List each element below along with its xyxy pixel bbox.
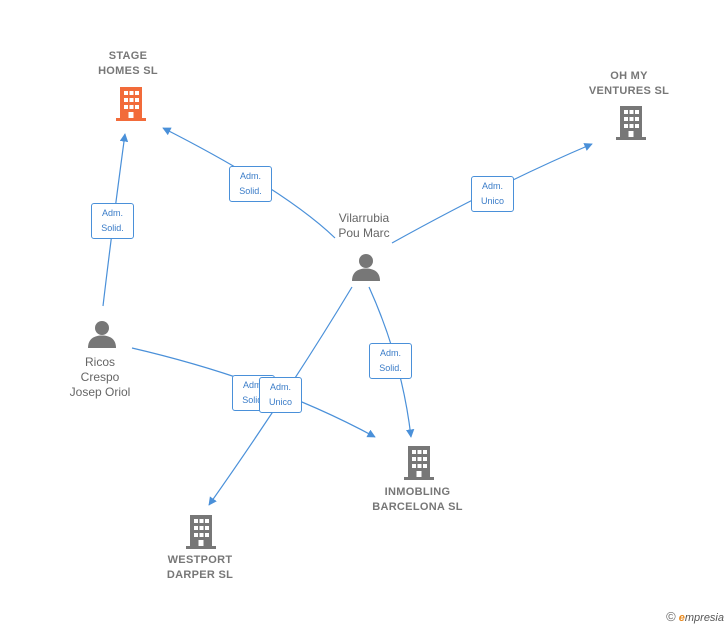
building-icon[interactable] bbox=[403, 444, 435, 480]
edge-label-vilarrubia-oh-my-ventures: Adm. Unico bbox=[471, 176, 514, 212]
building-icon[interactable] bbox=[185, 513, 217, 549]
edge-label-vilarrubia-westport: Adm. Unico bbox=[259, 377, 302, 413]
building-icon[interactable] bbox=[615, 104, 647, 140]
company-label-inmobling[interactable]: INMOBLING BARCELONA SL bbox=[372, 486, 463, 513]
edge-label-ricos-stage-homes: Adm. Solid. bbox=[91, 203, 134, 239]
company-label-stage-homes[interactable]: STAGE HOMES SL bbox=[98, 50, 158, 77]
building-icon[interactable] bbox=[115, 85, 147, 121]
brand-initial: e bbox=[678, 612, 685, 624]
copyright-symbol: © bbox=[666, 609, 676, 624]
person-icon[interactable] bbox=[351, 252, 381, 282]
copyright-notice: © empresia bbox=[666, 609, 724, 624]
edge-label-vilarrubia-inmobling: Adm. Solid. bbox=[369, 343, 412, 379]
person-label-ricos[interactable]: Ricos Crespo Josep Oriol bbox=[69, 355, 131, 399]
brand-name: mpresia bbox=[684, 612, 724, 624]
edge-label-vilarrubia-stage-homes: Adm. Solid. bbox=[229, 166, 272, 202]
person-label-vilarrubia[interactable]: Vilarrubia Pou Marc bbox=[338, 211, 390, 240]
brand-logo: empresia bbox=[679, 612, 724, 624]
company-label-westport[interactable]: WESTPORT DARPER SL bbox=[166, 554, 234, 581]
person-icon[interactable] bbox=[87, 319, 117, 349]
company-label-oh-my-ventures[interactable]: OH MY VENTURES SL bbox=[588, 70, 670, 97]
